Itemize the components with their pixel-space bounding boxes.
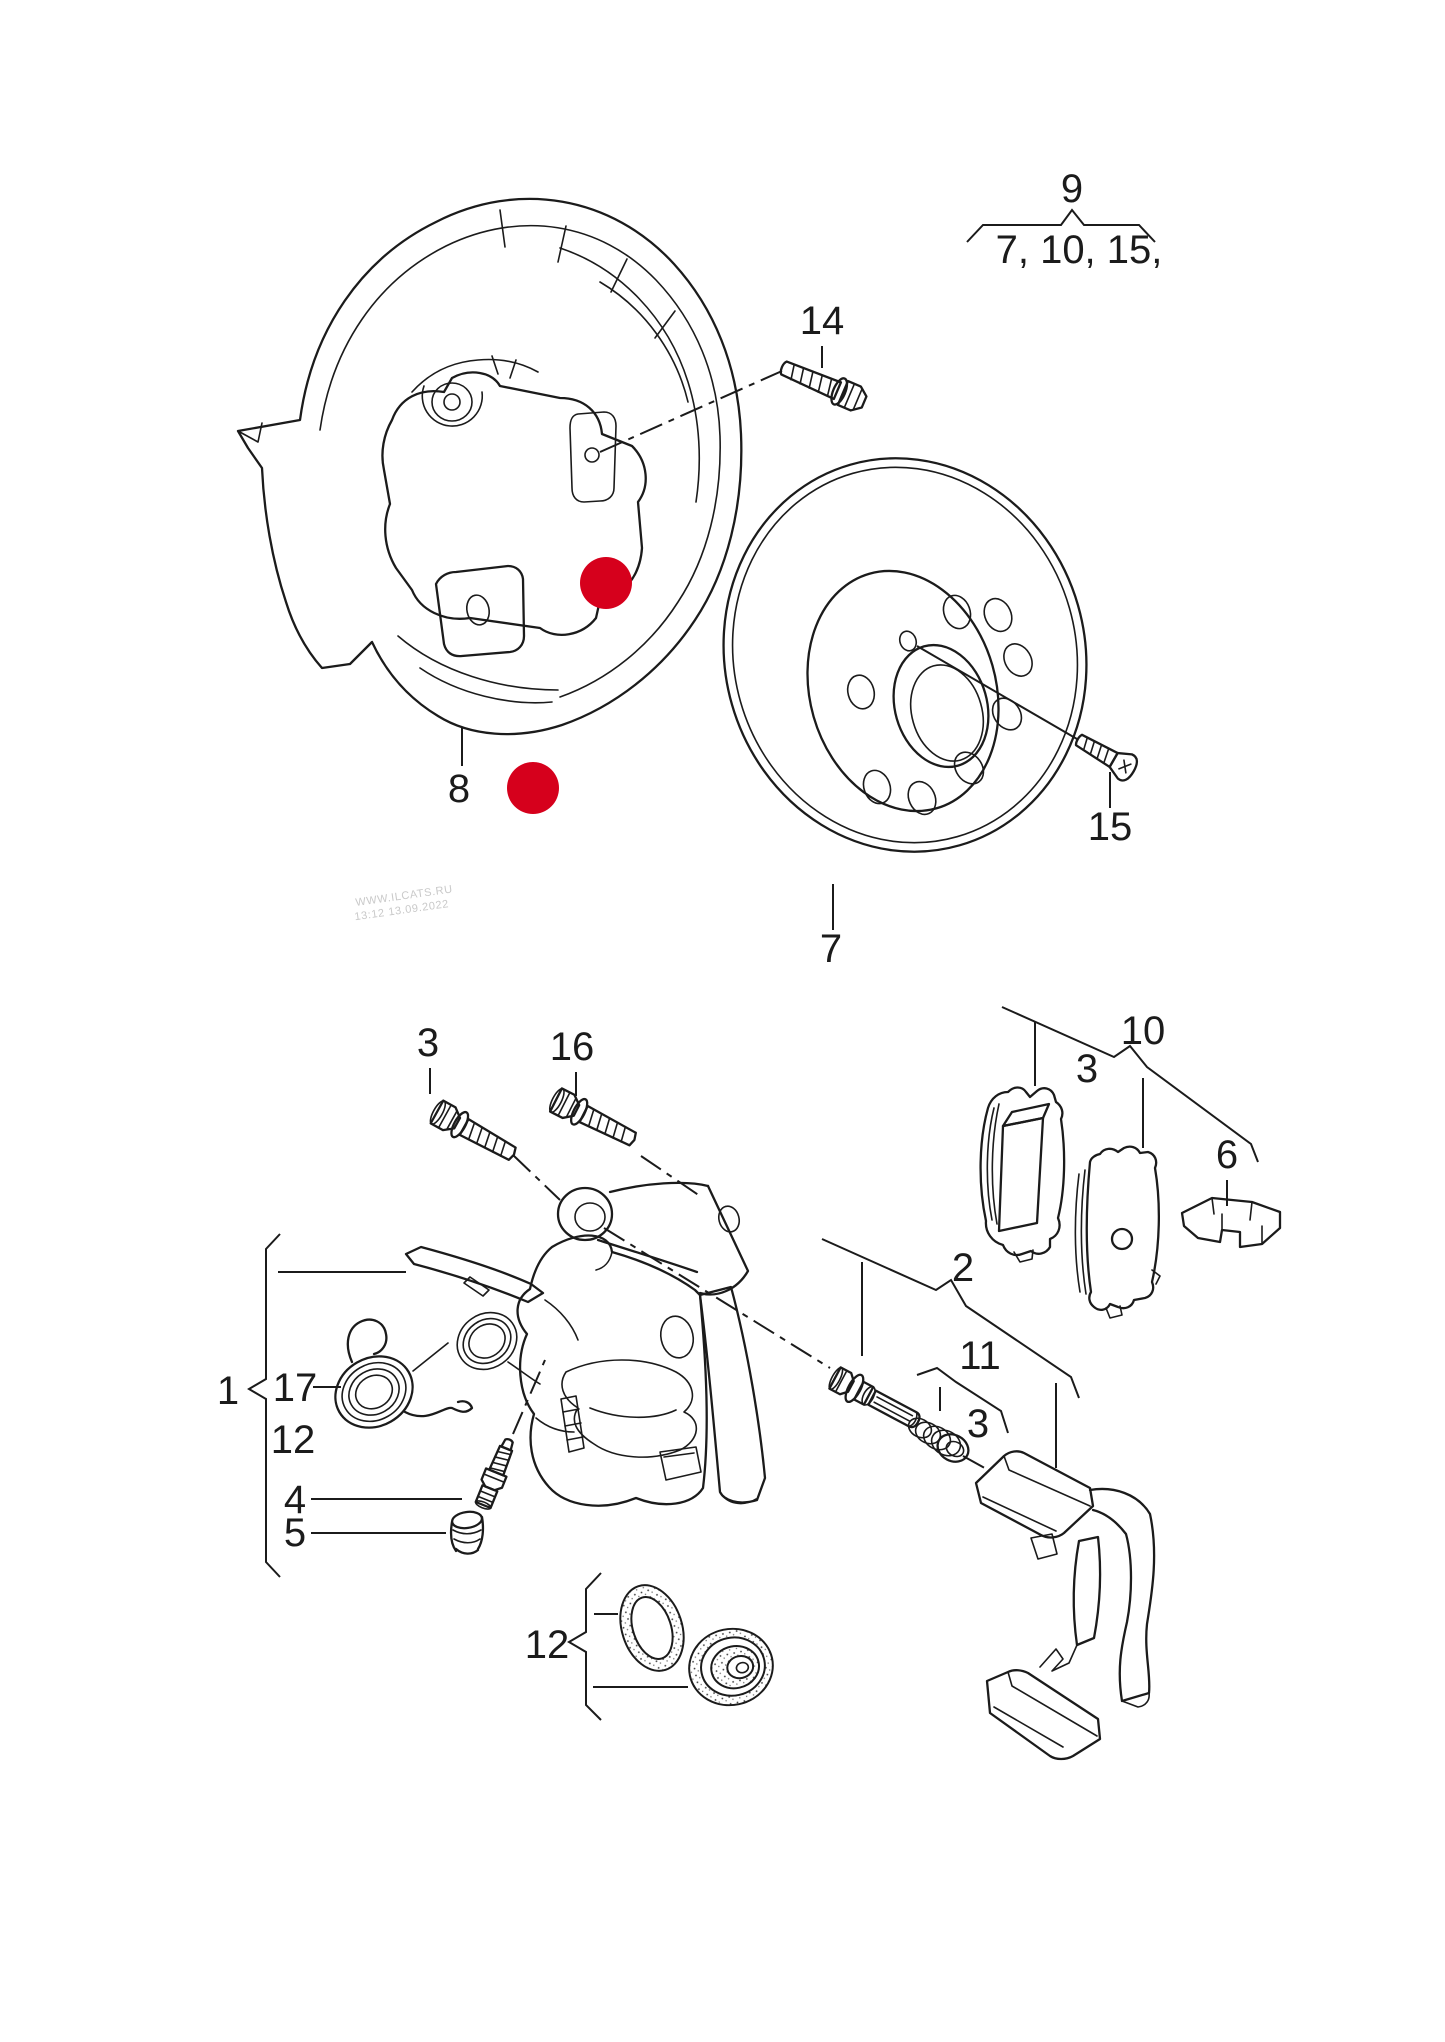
callout-3-bolt[interactable]: 3 [417, 1021, 439, 1065]
caliper-housing [404, 1181, 767, 1507]
leader-line-guide-pin [603, 1227, 831, 1369]
pad-carrier [974, 1450, 1156, 1761]
guide-pin [828, 1366, 921, 1429]
group-bracket-9: 9 7, 10, 15, [966, 167, 1163, 272]
leader-line-4 [512, 1359, 546, 1435]
callout-14[interactable]: 14 [800, 299, 845, 343]
seal-kit [619, 1584, 774, 1707]
callout-3-sleeve[interactable]: 3 [967, 1402, 989, 1446]
callout-17[interactable]: 17 [273, 1366, 318, 1410]
bleeder-valve [474, 1437, 514, 1510]
guide-sleeve [907, 1417, 970, 1463]
callout-10[interactable]: 10 [1121, 1009, 1166, 1053]
highlight-marker-1[interactable] [580, 557, 632, 609]
group-bracket-1: 1 17 12 4 5 [217, 1233, 462, 1578]
callout-9-items[interactable]: 7, 10, 15, [996, 228, 1163, 272]
callout-6[interactable]: 6 [1216, 1133, 1238, 1177]
callout-16[interactable]: 16 [550, 1025, 595, 1069]
callout-12-seals[interactable]: 12 [525, 1623, 570, 1667]
callout-8[interactable]: 8 [448, 767, 470, 811]
callout-5[interactable]: 5 [284, 1511, 306, 1555]
callout-3-pads[interactable]: 3 [1076, 1047, 1098, 1091]
brake-pad-inner [1074, 1145, 1161, 1319]
return-spring [334, 1318, 474, 1429]
group-bracket-11: 11 3 [916, 1334, 1009, 1446]
callout-9[interactable]: 9 [1061, 167, 1083, 211]
callout-4[interactable]: 4 [284, 1478, 306, 1522]
group-bracket-12: 12 [525, 1572, 688, 1721]
brake-pad-outer [979, 1086, 1066, 1263]
hex-bolt-3 [429, 1099, 517, 1161]
brake-disc [722, 457, 1088, 853]
callout-2[interactable]: 2 [952, 1246, 974, 1290]
leader-line-14 [599, 370, 783, 453]
leader-line-16 [640, 1155, 701, 1197]
group-bracket-2: 2 [821, 1238, 1080, 1468]
hex-bolt-16 [548, 1087, 637, 1147]
callout-7[interactable]: 7 [820, 927, 842, 971]
hex-bolt-14 [779, 360, 868, 412]
group-bracket-10: 10 3 6 [1001, 1006, 1259, 1206]
dust-cap [449, 1510, 485, 1555]
leader-line-15 [916, 645, 1078, 740]
callout-1[interactable]: 1 [217, 1369, 239, 1413]
leader-line-sleeve [962, 1455, 991, 1472]
retaining-clip [1180, 1196, 1282, 1249]
leader-line-3-bolt [512, 1154, 561, 1201]
callout-15[interactable]: 15 [1088, 805, 1133, 849]
highlight-marker-2[interactable] [507, 762, 559, 814]
countersunk-screw-15 [1074, 733, 1139, 782]
callout-11[interactable]: 11 [959, 1334, 1001, 1378]
callout-12-kit[interactable]: 12 [271, 1418, 316, 1462]
splash-plate [236, 197, 743, 736]
watermark: WWW.ILCATS.RU 13:12 13.09.2022 [354, 883, 454, 923]
